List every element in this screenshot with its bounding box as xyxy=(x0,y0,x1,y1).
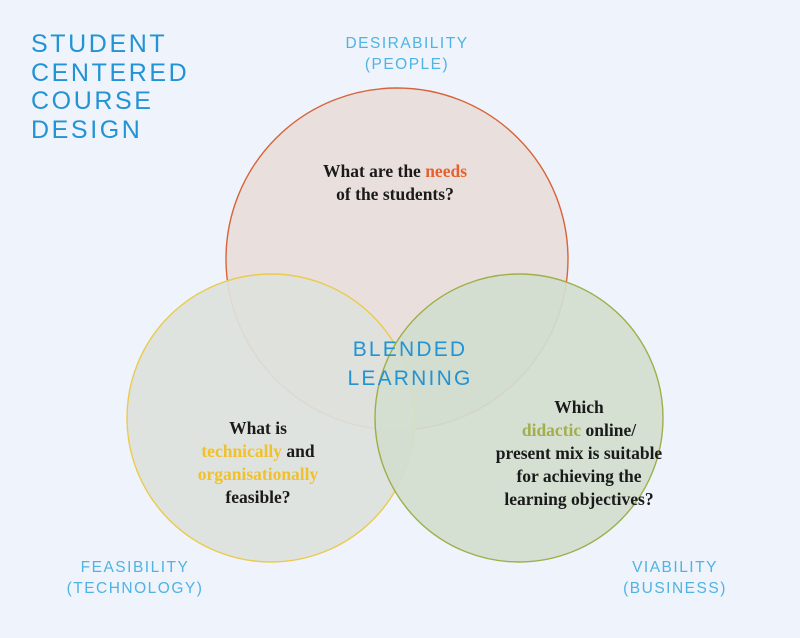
center-intersection-label: BLENDED LEARNING xyxy=(347,338,473,390)
text-line: Which xyxy=(554,397,604,417)
label-desirability: DESIRABILITY (PEOPLE) xyxy=(345,35,469,73)
text-line: learning objectives? xyxy=(504,489,654,509)
page-title: STUDENT CENTERED COURSE DESIGN xyxy=(31,30,190,144)
text-line: What is xyxy=(229,418,287,438)
label-feasibility: FEASIBILITY (TECHNOLOGY) xyxy=(66,559,204,597)
text-line: didactic online/ xyxy=(521,420,637,440)
viability-circle xyxy=(374,273,664,563)
viability-question-text: Which didactic online/present mix is suit… xyxy=(474,396,684,511)
feasibility-question-text: What is technically and organisationally fe… xyxy=(158,417,358,509)
desirability-question-text: What are the needs of the students? xyxy=(270,160,520,206)
text-line: technically and xyxy=(201,441,315,461)
text-line: What are the needs xyxy=(322,161,468,181)
text-line: organisationally xyxy=(197,464,319,484)
label-viability: VIABILITY (BUSINESS) xyxy=(623,559,727,597)
text-line: for achieving the xyxy=(516,466,642,486)
text-line: feasible? xyxy=(225,487,291,507)
text-line: present mix is suitable xyxy=(495,443,663,463)
text-line: of the students? xyxy=(336,184,454,204)
